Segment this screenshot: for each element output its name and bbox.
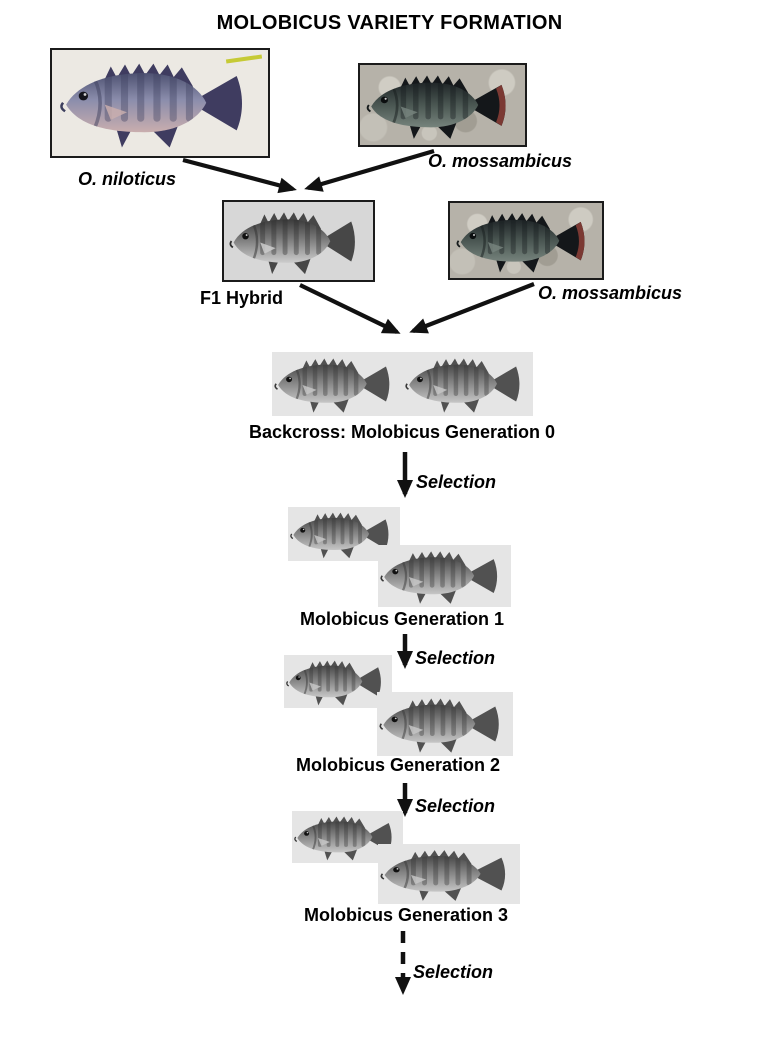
generation-fish-icon [379,845,518,903]
niloticus-photo [50,48,270,158]
f1-hybrid-label: F1 Hybrid [200,288,284,308]
generation3-fish-large [378,844,520,904]
generation0-label: Backcross: Molobicus Generation 0 [248,422,556,442]
mossambicus-top-label: O. mossambicus [428,151,573,171]
generation-fish-icon [285,656,391,707]
generation-fish-icon [379,546,509,606]
generation-fish-icon [404,353,531,414]
selection-label-2: Selection [415,648,496,668]
mossambicus-top-photo [358,63,527,147]
generation-fish-icon [378,693,511,754]
generation2-fish-small [284,655,392,708]
generation2-fish-large [377,692,513,756]
generation0-fish-right [403,352,533,416]
generation2-label: Molobicus Generation 2 [295,755,501,775]
arrow-mossambicus-to-f1 [304,148,435,192]
selection-label-1: Selection [416,472,497,492]
generation3-label: Molobicus Generation 3 [303,905,509,925]
mossambicus-mid-photo [448,201,604,280]
arrow-niloticus-to-f1 [182,157,297,194]
arrow-f1-to-backcross [299,283,401,334]
arrow-mossambicus-to-backcross [409,282,535,334]
mossambicus-mid-label: O. mossambicus [538,283,683,303]
generation1-fish-large [378,545,511,607]
generation0-fish-left [272,352,403,416]
niloticus-fish-icon [58,55,261,150]
mossambicus-fish-icon [455,207,598,275]
selection-label-4: Selection [413,962,494,982]
f1-hybrid-fish-icon [228,206,368,276]
diagram-title: MOLOBICUS VARIETY FORMATION [216,12,563,34]
selection-label-3: Selection [415,796,496,816]
mossambicus-fish-icon [365,69,520,141]
generation-fish-icon [273,353,401,414]
f1-hybrid-photo [222,200,375,282]
niloticus-label: O. niloticus [78,169,177,189]
generation1-label: Molobicus Generation 1 [299,609,505,629]
generation-fish-icon [289,508,399,560]
